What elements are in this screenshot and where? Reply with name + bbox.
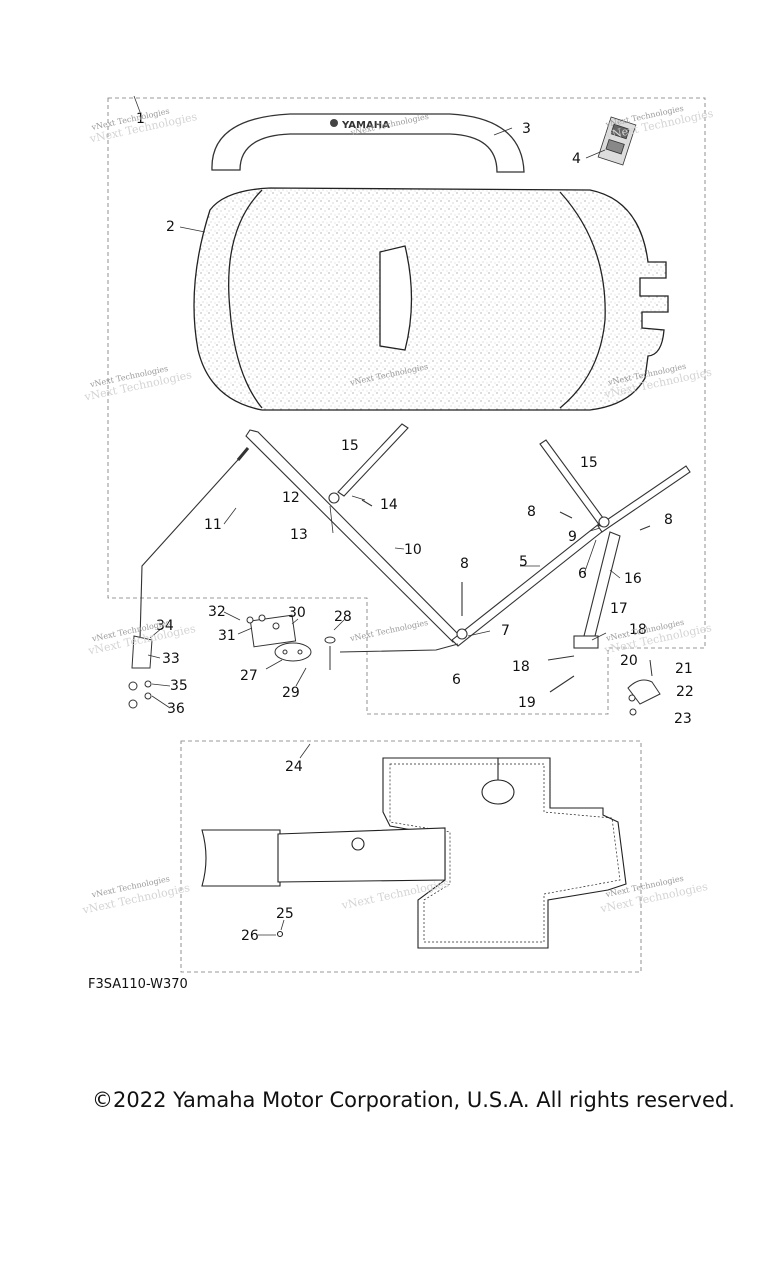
callout-4: 4	[572, 151, 581, 167]
callout-28: 28	[334, 609, 352, 625]
decal-part	[597, 116, 637, 166]
watermark: vNext Technologies	[348, 618, 429, 644]
upper-deck-boundary	[107, 97, 706, 715]
callout-16: 16	[624, 571, 642, 587]
callout-8a: 8	[527, 504, 536, 520]
callout-33: 33	[162, 651, 180, 667]
long-pole-part	[245, 429, 461, 643]
cable-part	[139, 451, 246, 641]
leader-lines	[133, 95, 621, 936]
callout-32: 32	[208, 604, 226, 620]
callout-18b: 18	[512, 659, 530, 675]
callout-22: 22	[676, 684, 694, 700]
callout-17: 17	[610, 601, 628, 617]
upper-pole-left	[337, 423, 409, 497]
callout-12: 12	[282, 490, 300, 506]
callout-14: 14	[380, 497, 398, 513]
handle-brand-label: YAMAHA	[341, 120, 390, 131]
upper-pole-right	[539, 439, 607, 527]
callout-1: 1	[136, 111, 145, 127]
bracket-block	[573, 635, 599, 649]
callout-36: 36	[167, 701, 185, 717]
lower-pole-part	[451, 519, 609, 647]
callout-5: 5	[519, 554, 528, 570]
callout-6a: 6	[578, 566, 587, 582]
callout-27: 27	[240, 668, 258, 684]
mat-group-boundary	[180, 740, 642, 973]
callout-3: 3	[522, 121, 531, 137]
callout-9: 9	[568, 529, 577, 545]
callout-35: 35	[170, 678, 188, 694]
callout-31: 31	[218, 628, 236, 644]
hardware-group	[128, 614, 661, 716]
callout-2: 2	[166, 219, 175, 235]
callout-24: 24	[285, 759, 303, 775]
callout-18a: 18	[629, 622, 647, 638]
deck-part	[193, 187, 669, 411]
callout-8b: 8	[664, 512, 673, 528]
group-boundaries	[107, 97, 706, 973]
callout-34: 34	[156, 618, 174, 634]
figure-code: F3SA110-W370	[88, 977, 188, 992]
callout-26: 26	[241, 928, 259, 944]
callout-20: 20	[620, 653, 638, 669]
callout-7: 7	[501, 623, 510, 639]
callout-29: 29	[282, 685, 300, 701]
copyright-notice: ©2022 Yamaha Motor Corporation, U.S.A. A…	[92, 1088, 735, 1112]
floor-mat-part	[201, 757, 627, 949]
callout-13: 13	[290, 527, 308, 543]
callout-numbers: 1 2 3 4 5 6 6 7 8 8 8 9 10 11 12 13 14 1…	[136, 111, 694, 944]
callout-10: 10	[404, 542, 422, 558]
grab-handle-part: YAMAHA	[211, 113, 525, 173]
callout-23: 23	[674, 711, 692, 727]
callout-15b: 15	[580, 455, 598, 471]
right-cross-pole	[597, 465, 691, 533]
strut-part	[583, 531, 621, 641]
callout-21: 21	[675, 661, 693, 677]
callout-15a: 15	[341, 438, 359, 454]
callout-6b: 6	[452, 672, 461, 688]
pole-assembly	[139, 423, 691, 693]
callout-19: 19	[518, 695, 536, 711]
callout-8c: 8	[460, 556, 469, 572]
callout-11: 11	[204, 517, 222, 533]
parts-diagram: YAMAHA	[80, 95, 715, 973]
callout-30: 30	[288, 605, 306, 621]
callout-25: 25	[276, 906, 294, 922]
